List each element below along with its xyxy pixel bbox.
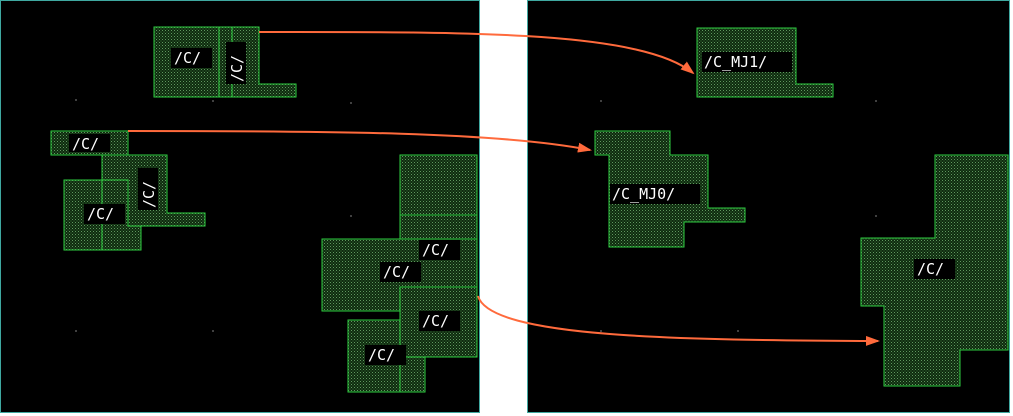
label-c-vertical: /C/ (228, 55, 246, 82)
label-c-mj1: /C_MJ1/ (704, 53, 767, 71)
left-labels: /C/ /C/ /C/ /C/ /C/ /C/ /C/ /C/ /C/ (69, 42, 460, 365)
grid-dots (75, 99, 877, 332)
label-c: /C/ (422, 241, 449, 259)
arrow-bottom (477, 295, 880, 346)
arrow-middle (127, 130, 592, 153)
label-c: /C/ (383, 263, 410, 281)
label-c: /C/ (368, 346, 395, 364)
mapping-arrows (127, 30, 880, 346)
label-c-mj0: /C_MJ0/ (612, 185, 675, 203)
label-c: /C/ (917, 260, 944, 278)
label-c-vertical: /C/ (140, 181, 158, 208)
label-c: /C/ (87, 205, 114, 223)
arrow-top (258, 30, 695, 75)
label-c: /C/ (422, 312, 449, 330)
label-c: /C/ (174, 49, 201, 67)
right-labels: /C_MJ1/ /C_MJ0/ /C/ (610, 52, 955, 279)
label-c: /C/ (72, 135, 99, 153)
